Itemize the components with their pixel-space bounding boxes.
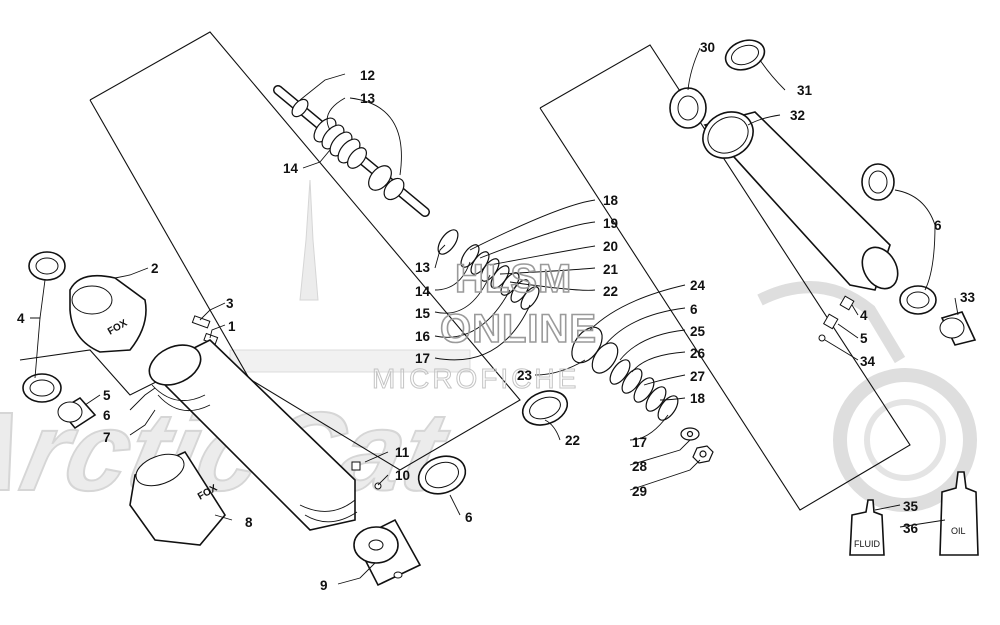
right-group-outline bbox=[539, 44, 911, 511]
valve-34-35-36 bbox=[818, 295, 855, 342]
callout-1: 1 bbox=[228, 319, 236, 334]
callout-10: 10 bbox=[395, 468, 410, 483]
reservoir-parts: FOX FOX bbox=[22, 251, 569, 587]
fluid-bottle-label: FLUID bbox=[854, 539, 881, 549]
callout-32: 30 bbox=[700, 40, 715, 55]
bellows-boot bbox=[148, 339, 358, 531]
callout-5: 5 bbox=[103, 388, 111, 403]
callout-21: 19 bbox=[603, 216, 618, 231]
callout-15: 13 bbox=[415, 260, 431, 275]
callout-13: 13 bbox=[360, 91, 376, 106]
callout-4-right: 6 bbox=[934, 218, 942, 233]
callout-11: 11 bbox=[395, 445, 410, 460]
seal-4-right-top bbox=[861, 163, 895, 201]
bushing-5-right bbox=[939, 311, 977, 346]
watermark-line2: ONLINE bbox=[440, 307, 597, 351]
watermark-title: HLSM bbox=[455, 257, 572, 301]
callout-6-bottom: 6 bbox=[465, 510, 473, 525]
center-watermark: HLSM ONLINE MICROFICHE bbox=[372, 256, 597, 394]
callout-5-right: 33 bbox=[960, 290, 976, 305]
callout-17: 15 bbox=[415, 306, 431, 321]
callout-16: 14 bbox=[415, 284, 431, 299]
callout-19: 17 bbox=[415, 351, 430, 366]
bushing-left bbox=[57, 396, 97, 430]
callout-6-mid: 22 bbox=[565, 433, 580, 448]
callout-18: 16 bbox=[415, 329, 431, 344]
callout-2: 2 bbox=[151, 261, 159, 276]
callout-22-b: 22 bbox=[603, 284, 618, 299]
callout-14: 14 bbox=[283, 161, 299, 176]
callout-12: 12 bbox=[360, 68, 375, 83]
end-cap bbox=[353, 518, 422, 587]
seal-ring-6-top bbox=[724, 39, 766, 71]
callout-18-b: 26 bbox=[690, 346, 706, 361]
callout-28: 18 bbox=[690, 391, 706, 406]
callout-4: 4 bbox=[17, 311, 25, 326]
callout-34: 4 bbox=[860, 308, 868, 323]
callout-36: 34 bbox=[860, 354, 876, 369]
callout-37: 35 bbox=[903, 499, 919, 514]
seal-lower-left bbox=[22, 373, 62, 403]
seal-ring-bottom bbox=[417, 455, 467, 495]
reservoir-cap: FOX bbox=[69, 274, 147, 353]
callout-8: 8 bbox=[245, 515, 253, 530]
seal-4-right-bottom bbox=[899, 285, 937, 315]
callout-27: 25 bbox=[690, 324, 706, 339]
cap-32 bbox=[669, 87, 707, 129]
shaft-assembly bbox=[273, 85, 430, 217]
fill-valve bbox=[191, 315, 219, 345]
callout-22: 20 bbox=[603, 239, 618, 254]
callout-26: 6 bbox=[690, 302, 698, 317]
callout-7: 7 bbox=[103, 430, 111, 445]
callout-30: 28 bbox=[632, 459, 648, 474]
oil-bottle-label: OIL bbox=[951, 526, 966, 536]
callout-35: 5 bbox=[860, 331, 868, 346]
callout-33: 32 bbox=[790, 108, 805, 123]
oil-bottle: OIL bbox=[939, 471, 979, 556]
bleed-screw bbox=[351, 461, 382, 490]
seal-upper-left bbox=[28, 251, 66, 281]
spanner-tool: FOX bbox=[129, 450, 226, 546]
callout-23: 21 bbox=[603, 262, 619, 277]
watermark-line3: MICROFICHE bbox=[372, 363, 579, 394]
callout-6-top: 31 bbox=[797, 83, 813, 98]
callout-numbers: 12 13 14 2 3 1 4 5 6 7 8 9 10 11 6 13 14… bbox=[17, 40, 976, 593]
callout-38: 36 bbox=[903, 521, 919, 536]
callout-9: 9 bbox=[320, 578, 328, 593]
callout-29: 17 bbox=[632, 435, 647, 450]
leader-lines bbox=[30, 47, 959, 585]
callout-17-b: 27 bbox=[690, 369, 705, 384]
callout-25: 24 bbox=[690, 278, 706, 293]
seal-ring-left bbox=[521, 390, 569, 426]
callout-31: 29 bbox=[632, 484, 647, 499]
valve-stack bbox=[437, 229, 714, 464]
callout-20: 18 bbox=[603, 193, 619, 208]
reservoir-body-33 bbox=[702, 111, 899, 291]
callout-6: 6 bbox=[103, 408, 111, 423]
callout-3: 3 bbox=[226, 296, 234, 311]
callout-24: 23 bbox=[517, 368, 533, 383]
right-reservoir-parts bbox=[669, 39, 977, 346]
fluid-bottle: FLUID bbox=[849, 499, 885, 556]
